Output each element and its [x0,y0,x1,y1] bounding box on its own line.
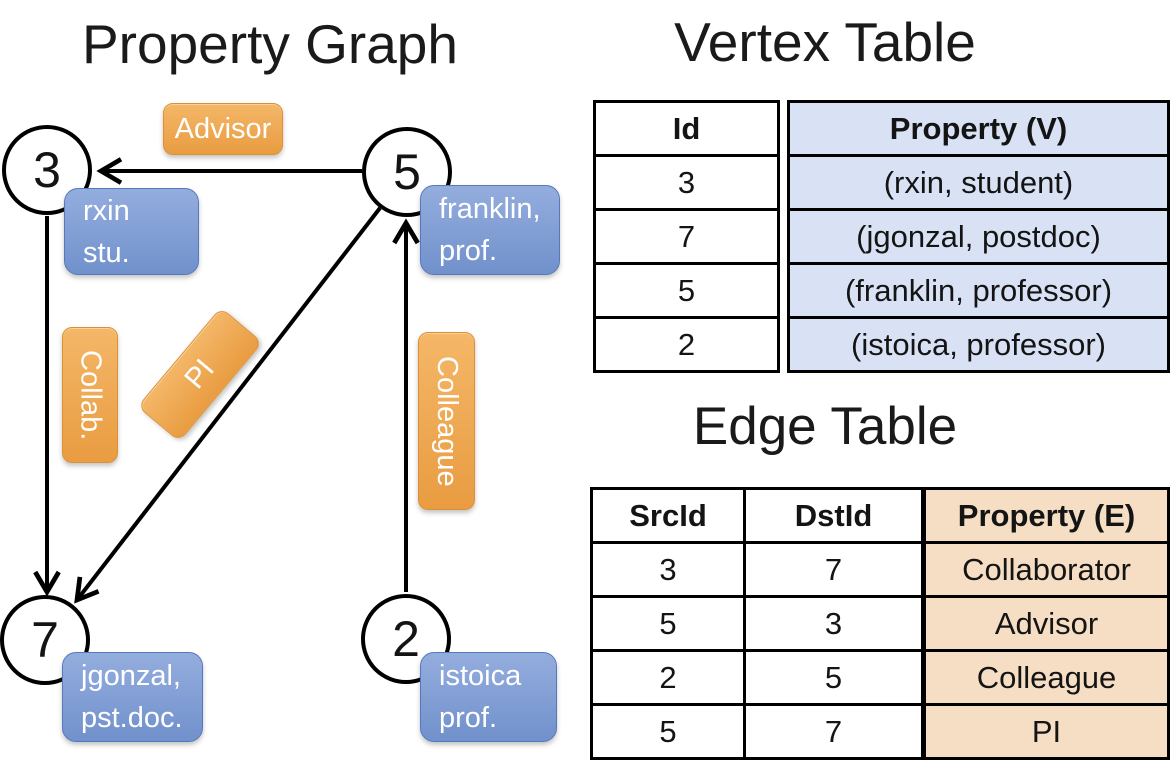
edge-table-header-dstid: DstId [743,487,924,544]
graph-node-5: 5 [362,127,452,217]
vertex-table-property-column: Property (V) (rxin, student) (jgonzal, p… [787,100,1170,373]
edge-label-collab: Collab. [62,327,118,463]
vertex-label-line: prof. [439,702,498,734]
edge-table-cell-dst: 7 [743,703,924,760]
vertex-label-line: prof. [439,235,498,267]
edge-table-header-property: Property (E) [923,487,1170,544]
vertex-label-line: rxin [83,194,130,227]
vertex-label-istoica: istoica prof. [420,652,557,742]
edge-table-header-srcid: SrcId [590,487,746,544]
vertex-table-cell-property: (jgonzal, postdoc) [787,208,1170,265]
vertex-label-line: stu. [83,236,130,269]
vertex-table-cell-id: 3 [593,154,780,211]
edge-table-cell-property: Colleague [923,649,1170,706]
vertex-table-cell-id: 2 [593,316,780,373]
edge-table-cell-dst: 7 [743,541,924,598]
edge-table-cell-property: PI [923,703,1170,760]
vertex-label-line: istoica [439,660,522,692]
edge-table-cell-src: 5 [590,703,746,760]
vertex-table-header-property: Property (V) [787,100,1170,157]
vertex-label-franklin: franklin, prof. [420,185,560,275]
vertex-table-title: Vertex Table [674,11,976,73]
vertex-table-cell-property: (istoica, professor) [787,316,1170,373]
vertex-table-header-id: Id [593,100,780,157]
graph-node-3: 3 [2,125,92,215]
edge-table-property-column: Property (E) Collaborator Advisor Collea… [923,487,1170,760]
vertex-label-line: franklin, [439,193,541,225]
vertex-label-line: pst.doc. [81,702,183,734]
edge-table-cell-src: 2 [590,649,746,706]
edge-table-title: Edge Table [692,397,958,456]
vertex-table-cell-property: (rxin, student) [787,154,1170,211]
edge-table-id-columns: SrcId DstId 3 7 5 3 2 5 5 7 [590,487,924,760]
edge-label-advisor: Advisor [163,103,283,155]
edge-table-cell-src: 5 [590,595,746,652]
edge-label-pi: PI [137,307,263,442]
vertex-label-jgonzal: jgonzal, pst.doc. [62,652,203,742]
edge-table-cell-dst: 3 [743,595,924,652]
vertex-table-id-column: Id 3 7 5 2 [593,100,780,373]
vertex-table-cell-id: 7 [593,208,780,265]
edge-table-cell-property: Collaborator [923,541,1170,598]
vertex-table-cell-id: 5 [593,262,780,319]
property-graph-title: Property Graph [81,13,458,75]
edge-label-colleague: Colleague [418,332,475,510]
edge-table-cell-property: Advisor [923,595,1170,652]
vertex-label-line: jgonzal, [81,660,181,692]
edge-table-cell-dst: 5 [743,649,924,706]
vertex-label-rxin: rxin stu. [64,188,199,275]
vertex-table-cell-property: (franklin, professor) [787,262,1170,319]
edge-table-cell-src: 3 [590,541,746,598]
